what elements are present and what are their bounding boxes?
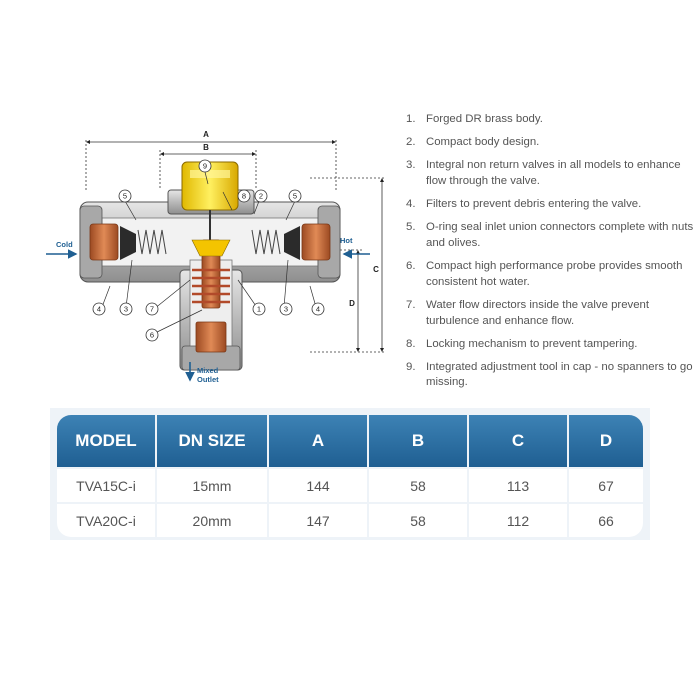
spec-table: MODEL DN SIZE A B C D TVA15C-i 15mm 144 … — [57, 415, 643, 537]
feature-item: 3. Integral non return valves in all mode… — [406, 158, 696, 189]
cell-d: 67 — [567, 467, 643, 502]
cell-c: 112 — [467, 502, 567, 537]
feature-text: Filters to prevent debris entering the v… — [426, 198, 642, 211]
callout-4-right: 4 — [316, 305, 320, 314]
dimension-d-label: D — [349, 299, 355, 308]
feature-list: 1. Forged DR brass body. 2. Compact body d… — [406, 112, 696, 399]
header-model: MODEL — [57, 415, 155, 467]
brass-cap — [181, 161, 239, 240]
callout-circles — [92, 159, 325, 342]
filter-springs — [137, 229, 281, 255]
cell-b: 58 — [367, 502, 467, 537]
table-row: TVA15C-i 15mm 144 58 113 67 — [57, 467, 643, 502]
spec-table-frame: MODEL DN SIZE A B C D TVA15C-i 15mm 144 … — [50, 408, 650, 540]
feature-number: 5. — [406, 221, 416, 234]
feature-item: 5. O-ring seal inlet union connectors com… — [406, 220, 696, 251]
dimension-b-label: B — [203, 143, 209, 152]
spec-table-header-row: MODEL DN SIZE A B C D — [57, 415, 643, 467]
feature-text: Water flow directors inside the valve pr… — [426, 298, 650, 327]
callout-5-right: 5 — [293, 192, 297, 201]
header-b: B — [367, 415, 467, 467]
feature-number: 7. — [406, 298, 416, 311]
feature-text: Integral non return valves in all models… — [426, 159, 681, 187]
callout-5-left: 5 — [123, 192, 127, 201]
feature-number: 4. — [406, 198, 416, 211]
mixed-outlet-label-line2: Outlet — [197, 375, 219, 384]
feature-text: Forged DR brass body. — [426, 113, 543, 125]
probe — [191, 239, 231, 309]
feature-number: 8. — [406, 337, 416, 350]
cell-a: 144 — [267, 467, 367, 502]
cell-a: 147 — [267, 502, 367, 537]
mixed-outlet-label-line1: Mixed — [197, 366, 219, 375]
dimension-c-label: C — [373, 265, 379, 274]
non-return-valves — [120, 226, 300, 260]
callout-9: 9 — [203, 162, 207, 171]
feature-item: 4. Filters to prevent debris entering the… — [406, 197, 696, 213]
callout-4-left: 4 — [97, 305, 101, 314]
feature-item: 6. Compact high performance probe provide… — [406, 259, 696, 290]
copper-pipes — [89, 223, 331, 353]
callout-3-left: 3 — [124, 305, 128, 314]
callout-2: 2 — [259, 192, 263, 201]
header-a: A — [267, 415, 367, 467]
feature-text: O-ring seal inlet union connectors compl… — [426, 221, 694, 249]
feature-number: 1. — [406, 113, 416, 125]
cold-inlet-label: Cold — [56, 240, 73, 249]
feature-text: Compact body design. — [426, 136, 540, 149]
dimension-lines — [85, 140, 385, 353]
feature-item: 9. Integrated adjustment tool in cap - no… — [406, 360, 696, 391]
callout-3-right: 3 — [284, 305, 288, 314]
cell-b: 58 — [367, 467, 467, 502]
feature-text: Locking mechanism to prevent tampering. — [426, 337, 638, 350]
flow-arrows — [46, 249, 370, 382]
table-row: TVA20C-i 20mm 147 58 112 66 — [57, 502, 643, 537]
feature-item: 7. Water flow directors inside the valve … — [406, 298, 696, 329]
cell-dn-size: 20mm — [155, 502, 267, 537]
cell-model: TVA20C-i — [57, 502, 155, 537]
cell-c: 113 — [467, 467, 567, 502]
feature-number: 6. — [406, 260, 416, 273]
feature-item: 2. Compact body design. — [406, 135, 696, 151]
feature-text: Compact high performance probe provides … — [426, 260, 683, 288]
callout-8: 8 — [242, 192, 246, 201]
header-d: D — [567, 415, 643, 467]
feature-number: 3. — [406, 159, 416, 172]
feature-number: 2. — [406, 136, 416, 149]
valve-cross-section-diagram: 9 5 8 2 5 4 3 7 1 3 4 6 A B C D Cold Hot… — [46, 130, 385, 384]
feature-number: 9. — [406, 360, 416, 373]
feature-text: Integrated adjustment tool in cap - no s… — [426, 360, 693, 389]
cell-model: TVA15C-i — [57, 467, 155, 502]
callout-1: 1 — [257, 305, 261, 314]
feature-item: 1. Forged DR brass body. — [406, 112, 696, 128]
cell-d: 66 — [567, 502, 643, 537]
cell-dn-size: 15mm — [155, 467, 267, 502]
dimension-a-label: A — [203, 130, 209, 139]
callout-7: 7 — [150, 305, 154, 314]
callout-6: 6 — [150, 331, 154, 340]
header-c: C — [467, 415, 567, 467]
feature-item: 8. Locking mechanism to prevent tampering… — [406, 337, 696, 353]
hot-inlet-label: Hot — [340, 236, 353, 245]
header-dn-size: DN SIZE — [155, 415, 267, 467]
